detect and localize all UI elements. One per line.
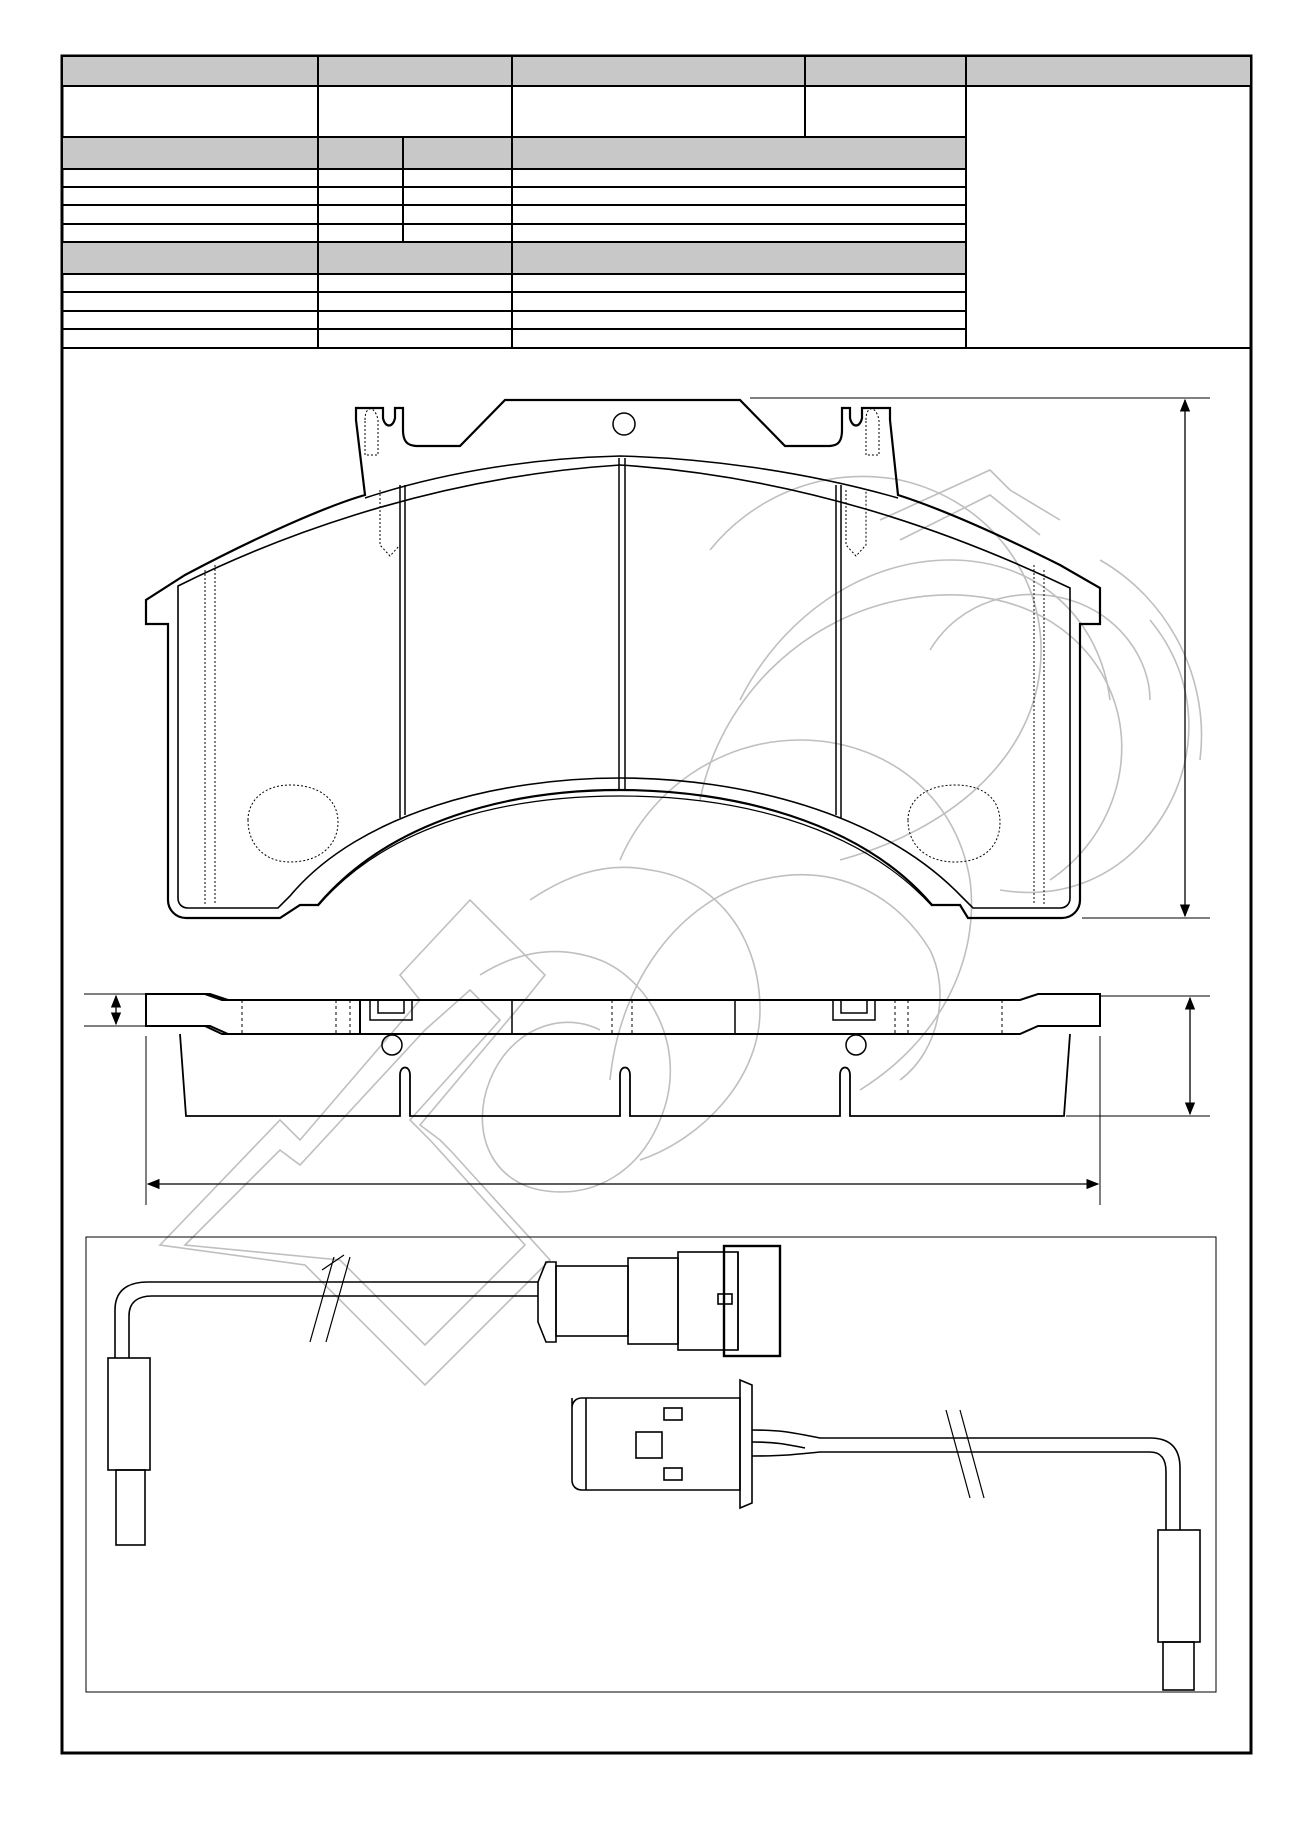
sensor-2-sleeve bbox=[1157, 1529, 1201, 1643]
left-pocket bbox=[247, 784, 339, 863]
brake-pad-side-view bbox=[84, 993, 1210, 1205]
side-clip-left bbox=[369, 1000, 413, 1021]
sensor-1-sleeve bbox=[107, 1357, 151, 1471]
wear-sensor-frame bbox=[85, 1236, 1217, 1693]
friction-material-outline bbox=[177, 464, 1071, 909]
side-clip-right bbox=[832, 1000, 876, 1021]
sensor-2-tip bbox=[1162, 1641, 1195, 1691]
backplate-outline bbox=[144, 398, 1102, 920]
top-hole bbox=[612, 412, 636, 436]
right-pocket bbox=[907, 784, 1001, 863]
side-hole-left bbox=[381, 1034, 403, 1056]
title-header-band bbox=[61, 55, 1252, 87]
wear-sensor-panel bbox=[85, 1236, 1217, 1693]
side-friction-block bbox=[179, 1033, 1071, 1117]
wear-sensor-1 bbox=[107, 1244, 782, 1546]
sensor-2-plug bbox=[571, 1397, 741, 1491]
dimension-header-band bbox=[61, 136, 967, 170]
vehicle-header-band bbox=[61, 241, 967, 275]
sensor-1-connector bbox=[537, 1261, 557, 1343]
side-hole-right bbox=[845, 1034, 867, 1056]
brake-pad-front-view bbox=[144, 397, 1210, 920]
wear-sensor-2 bbox=[571, 1378, 1201, 1691]
sensor-1-tip bbox=[115, 1469, 146, 1546]
pad-slots bbox=[399, 458, 842, 818]
watermark-logo bbox=[158, 469, 1203, 1387]
title-block bbox=[61, 55, 1252, 349]
hidden-lines bbox=[204, 408, 1045, 905]
